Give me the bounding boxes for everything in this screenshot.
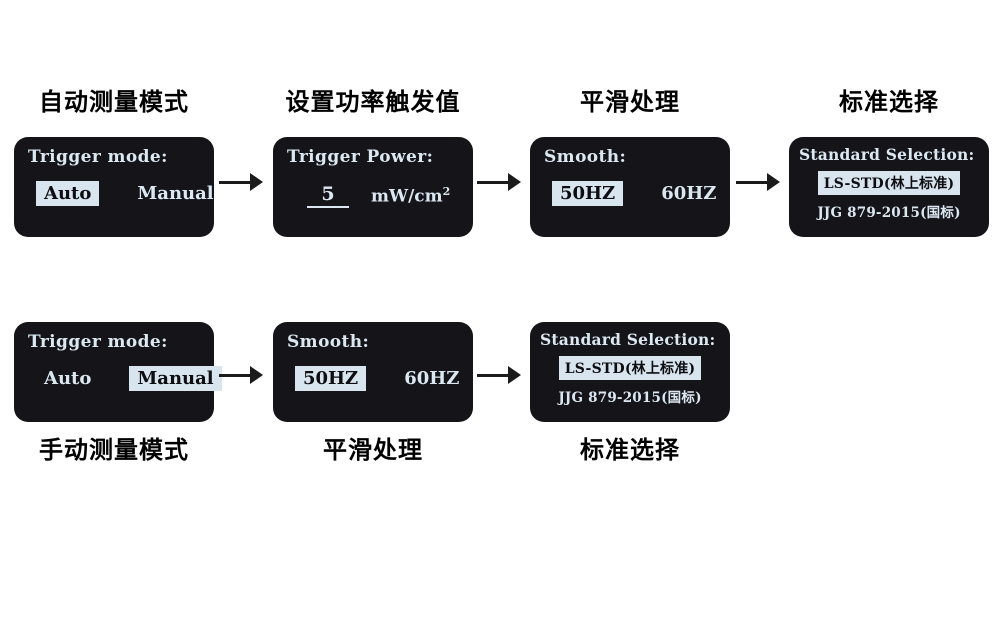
screen-title: Standard Selection: <box>540 330 716 349</box>
step-label-set-trigger-power: 设置功率触发值 <box>285 89 461 116</box>
option-60hz: 60HZ <box>661 183 717 204</box>
option-60hz: 60HZ <box>404 368 460 389</box>
step-label-standard-selection-top: 标准选择 <box>839 89 939 116</box>
step-label-auto-mode: 自动测量模式 <box>39 89 189 116</box>
screen-standard-selection-bottom: Standard Selection: LS-STD(林上标准) JJG 879… <box>530 322 730 422</box>
arrow-right-icon <box>219 366 263 384</box>
screen-smooth-bottom: Smooth: 50HZ 60HZ <box>273 322 473 422</box>
screen-title: Trigger Power: <box>287 147 434 167</box>
arrow-right-icon <box>477 173 521 191</box>
screen-trigger-power: Trigger Power: 5 mW/cm2 <box>273 137 473 237</box>
trigger-power-value: 5 <box>307 183 349 208</box>
option-jjg-879-2015: JJG 879-2015(国标) <box>817 205 961 221</box>
trigger-power-unit: mW/cm2 <box>371 184 451 207</box>
screen-smooth-top: Smooth: 50HZ 60HZ <box>530 137 730 237</box>
option-auto: Auto <box>44 368 92 389</box>
screen-title: Smooth: <box>544 147 627 167</box>
option-50hz: 50HZ <box>295 366 367 391</box>
step-label-smooth-top: 平滑处理 <box>580 89 680 116</box>
option-50hz: 50HZ <box>552 181 624 206</box>
step-label-standard-selection-bottom: 标准选择 <box>580 437 680 464</box>
screen-title: Smooth: <box>287 332 370 352</box>
screen-title: Standard Selection: <box>799 145 975 164</box>
arrow-right-icon <box>736 173 780 191</box>
arrow-right-icon <box>477 366 521 384</box>
screen-title: Trigger mode: <box>28 147 168 167</box>
screen-trigger-mode-auto: Trigger mode: Auto Manual <box>14 137 214 237</box>
option-manual: Manual <box>137 183 214 204</box>
screen-trigger-mode-manual: Trigger mode: Auto Manual <box>14 322 222 422</box>
step-label-smooth-bottom: 平滑处理 <box>323 437 423 464</box>
option-manual: Manual <box>129 366 222 391</box>
screen-title: Trigger mode: <box>28 332 168 352</box>
option-ls-std: LS-STD(林上标准) <box>817 171 961 195</box>
option-ls-std: LS-STD(林上标准) <box>558 356 702 380</box>
step-label-manual-mode: 手动测量模式 <box>39 437 189 464</box>
option-jjg-879-2015: JJG 879-2015(国标) <box>558 390 702 406</box>
option-auto: Auto <box>36 181 100 206</box>
screen-standard-selection-top: Standard Selection: LS-STD(林上标准) JJG 879… <box>789 137 989 237</box>
arrow-right-icon <box>219 173 263 191</box>
